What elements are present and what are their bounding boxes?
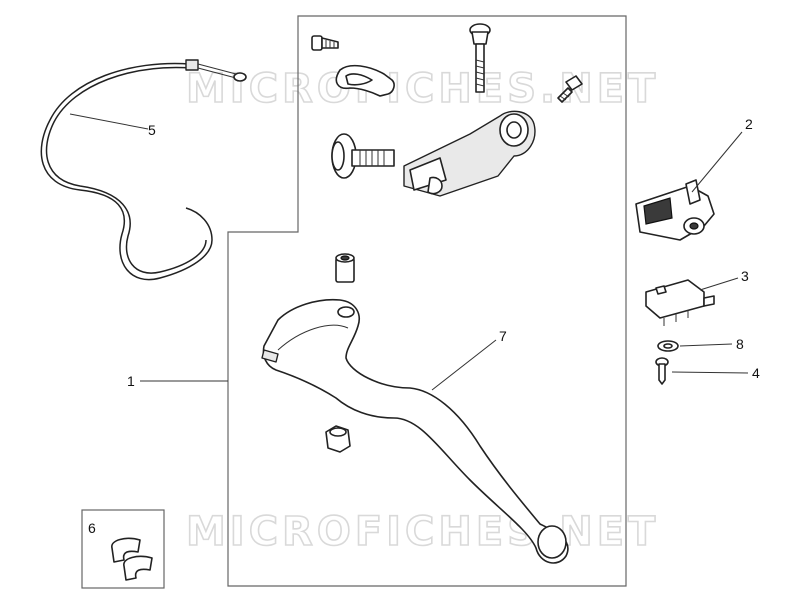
lock-nut-icon[interactable] bbox=[325, 425, 351, 453]
switch-housing[interactable] bbox=[635, 179, 715, 241]
adjuster-knob-icon[interactable] bbox=[331, 133, 395, 179]
leader-4 bbox=[671, 371, 749, 374]
lever-bracket-icon[interactable] bbox=[403, 110, 536, 197]
washer-icon[interactable] bbox=[657, 340, 679, 352]
leader-5 bbox=[69, 113, 149, 130]
clamp-bracket-icon[interactable] bbox=[335, 64, 395, 97]
cable-clips-icon[interactable] bbox=[111, 537, 153, 581]
small-bolt-icon[interactable] bbox=[311, 35, 339, 51]
pivot-bushing-icon[interactable] bbox=[335, 253, 355, 283]
watermark-top: MICROFICHES.NET bbox=[186, 66, 659, 112]
leader-2 bbox=[691, 131, 743, 193]
screw-icon[interactable] bbox=[655, 357, 669, 385]
callout-5: 5 bbox=[148, 122, 156, 138]
leader-8 bbox=[679, 343, 733, 347]
adjuster-screw-icon[interactable] bbox=[557, 75, 583, 103]
cable-end-nipple-icon bbox=[233, 72, 247, 82]
micro-switch[interactable] bbox=[645, 279, 715, 326]
part-6-box bbox=[81, 509, 165, 589]
cable-ferrule-icon bbox=[185, 59, 199, 71]
clutch-lever[interactable] bbox=[261, 298, 569, 564]
callout-4: 4 bbox=[752, 365, 760, 381]
leader-3 bbox=[699, 277, 739, 291]
leader-7 bbox=[431, 339, 497, 391]
long-screw-icon[interactable] bbox=[469, 23, 491, 93]
watermark-bottom: MICROFICHES.NET bbox=[186, 509, 659, 555]
callout-1: 1 bbox=[127, 373, 135, 389]
callout-7: 7 bbox=[499, 328, 507, 344]
callout-2: 2 bbox=[745, 116, 753, 132]
callout-3: 3 bbox=[741, 268, 749, 284]
callout-8: 8 bbox=[736, 336, 744, 352]
clutch-cable[interactable] bbox=[40, 59, 247, 281]
assembly-frame bbox=[227, 15, 627, 587]
callout-6: 6 bbox=[88, 520, 96, 536]
